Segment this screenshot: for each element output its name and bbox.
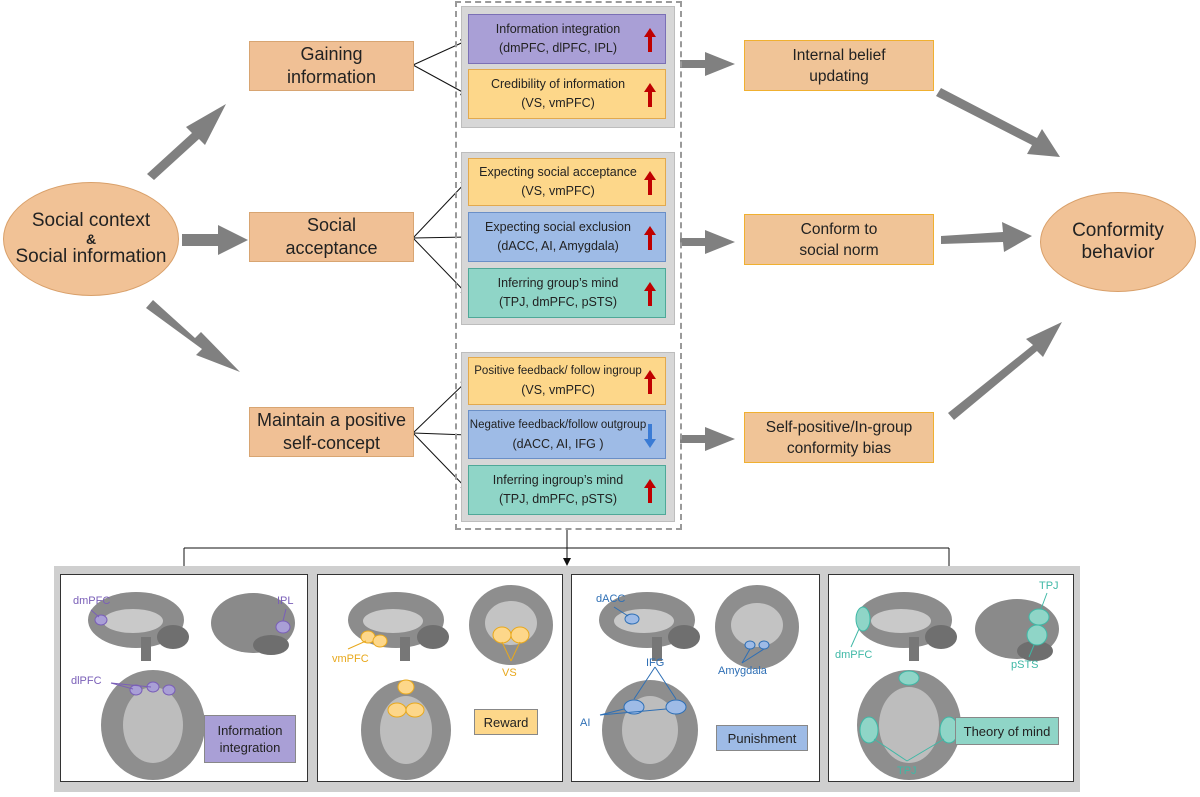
outcome-2-line1: Conform to <box>800 220 878 238</box>
sub-3-3-title: Inferring ingroup’s mind <box>492 473 624 487</box>
panel-1-label: Information integration <box>204 715 296 763</box>
up-arrow-icon <box>644 226 656 250</box>
sub-inferring-ingroup-mind: Inferring ingroup’s mind (TPJ, dmPFC, pS… <box>468 465 666 515</box>
region-label-psts: pSTS <box>1011 659 1039 671</box>
panel-1-label-line1: Information <box>217 723 283 738</box>
stage-social-acceptance: Social acceptance <box>249 212 414 262</box>
stage-gaining-information: Gaining information <box>249 41 414 91</box>
sub-3-2-title: Negative feedback/follow outgroup <box>469 418 647 431</box>
panel-theory-of-mind: TPJ dmPFC pSTS TPJ Theory of mind <box>828 574 1074 782</box>
sub-3-1-regions: (VS, vmPFC) <box>521 383 595 397</box>
outcome-in-group-conformity-bias: Self-positive/In-group conformity bias <box>744 412 934 463</box>
sub-positive-feedback: Positive feedback/ follow ingroup (VS, v… <box>468 357 666 405</box>
sub-1-1-title: Information integration <box>495 22 621 36</box>
stage-1-line2: information <box>286 67 377 87</box>
down-arrow-icon <box>644 423 656 448</box>
big-arrow-outcome1-to-target <box>936 88 1060 157</box>
panel-3-label-text: Punishment <box>727 730 797 746</box>
big-arrow-group2-to-outcome2 <box>680 230 735 254</box>
sub-credibility-of-information: Credibility of information (VS, vmPFC) <box>468 69 666 119</box>
stage-2-line2: acceptance <box>285 238 378 258</box>
sub-1-1-regions: (dmPFC, dlPFC, IPL) <box>498 41 618 55</box>
conformity-behavior-ellipse: Conformity behavior <box>1040 192 1196 292</box>
sub-negative-feedback: Negative feedback/follow outgroup (dACC,… <box>468 410 666 459</box>
region-label-dmpfc-tom: dmPFC <box>835 649 873 661</box>
up-arrow-icon <box>644 28 656 52</box>
up-arrow-icon <box>644 479 656 503</box>
source-line3: Social information <box>15 246 167 267</box>
region-label-amygdala: Amygdala <box>718 665 767 677</box>
outcome-1-line1: Internal belief <box>792 46 886 64</box>
big-arrow-outcome2-to-target <box>941 222 1032 252</box>
panel-punishment: dACC IFG Amygdala AI Punishment <box>571 574 820 782</box>
target-line2: behavior <box>1081 242 1155 263</box>
mechanisms-dashed-container <box>455 1 682 530</box>
panel-4-label: Theory of mind <box>955 717 1059 745</box>
region-label-tpj-bottom: TPJ <box>897 765 917 777</box>
up-arrow-icon <box>644 83 656 107</box>
up-arrow-icon <box>644 171 656 195</box>
panel-information-integration: dmPFC IPL dlPFC Information integration <box>60 574 308 782</box>
stage-positive-self-concept: Maintain a positive self-concept <box>249 407 414 457</box>
region-label-vs: VS <box>502 667 517 679</box>
sub-expecting-social-acceptance: Expecting social acceptance (VS, vmPFC) <box>468 158 666 206</box>
sub-2-3-title: Inferring group’s mind <box>497 276 619 290</box>
outcome-internal-belief-updating: Internal belief updating <box>744 40 934 91</box>
outcome-conform-to-social-norm: Conform to social norm <box>744 214 934 265</box>
social-context-ellipse: Social context & Social information <box>3 182 179 296</box>
region-label-dmpfc: dmPFC <box>73 595 111 607</box>
panel-reward: vmPFC VS Reward <box>317 574 563 782</box>
outcome-3-line2: conformity bias <box>786 439 892 457</box>
big-arrow-group3-to-outcome3 <box>680 427 735 451</box>
big-arrow-source-to-gaining <box>147 104 226 180</box>
sub-3-1-title: Positive feedback/ follow ingroup <box>474 365 642 377</box>
source-ampersand: & <box>85 231 97 247</box>
panel-1-label-line2: integration <box>219 740 281 755</box>
stage-2-line1: Social <box>306 215 357 235</box>
up-arrow-icon <box>644 282 656 306</box>
panel-2-label-text: Reward <box>483 714 529 730</box>
region-label-ai: AI <box>580 717 591 729</box>
panel-2-label: Reward <box>474 709 538 735</box>
region-label-dlpfc: dlPFC <box>71 675 102 687</box>
region-label-dacc: dACC <box>596 593 626 605</box>
panel-4-label-text: Theory of mind <box>963 723 1051 739</box>
panel-1-brains <box>88 592 295 780</box>
outcome-1-line2: updating <box>809 67 869 85</box>
up-arrow-icon <box>644 370 656 394</box>
outcome-3-line1: Self-positive/In-group <box>765 418 913 436</box>
big-arrow-source-to-acceptance <box>182 225 248 255</box>
big-arrow-source-to-selfconcept <box>146 300 240 372</box>
sub-3-2-regions: (dACC, AI, IFG ) <box>512 436 604 451</box>
panel-2-brains <box>347 585 553 780</box>
sub-information-integration: Information integration (dmPFC, dlPFC, I… <box>468 14 666 64</box>
sub-inferring-group-mind: Inferring group’s mind (TPJ, dmPFC, pSTS… <box>468 268 666 318</box>
sub-2-1-regions: (VS, vmPFC) <box>521 184 595 198</box>
stage-3-line2: self-concept <box>282 433 381 453</box>
sub-expecting-social-exclusion: Expecting social exclusion (dACC, AI, Am… <box>468 212 666 262</box>
region-label-tpj-top: TPJ <box>1039 580 1059 592</box>
region-label-ifg: IFG <box>646 657 665 669</box>
sub-2-3-regions: (TPJ, dmPFC, pSTS) <box>498 295 618 309</box>
sub-2-1-title: Expecting social acceptance <box>479 165 637 179</box>
sub-1-2-title: Credibility of information <box>490 77 626 91</box>
sub-2-2-regions: (dACC, AI, Amygdala) <box>497 239 619 253</box>
stage-3-line1: Maintain a positive <box>256 410 407 430</box>
region-label-ipl: IPL <box>277 595 294 607</box>
sub-3-3-regions: (TPJ, dmPFC, pSTS) <box>498 492 618 506</box>
big-arrow-outcome3-to-target <box>948 322 1062 420</box>
big-arrow-group1-to-outcome1 <box>680 52 735 76</box>
sub-2-2-title: Expecting social exclusion <box>485 220 631 234</box>
stage-1-line1: Gaining <box>300 44 363 64</box>
panel-4-brains <box>850 592 1059 780</box>
region-label-vmpfc: vmPFC <box>332 653 369 665</box>
sub-1-2-regions: (VS, vmPFC) <box>521 96 595 110</box>
target-line1: Conformity <box>1072 220 1164 241</box>
panel-3-label: Punishment <box>716 725 808 751</box>
outcome-2-line2: social norm <box>799 241 879 259</box>
source-line1: Social context <box>31 210 151 231</box>
panel-3-brains <box>599 585 799 780</box>
